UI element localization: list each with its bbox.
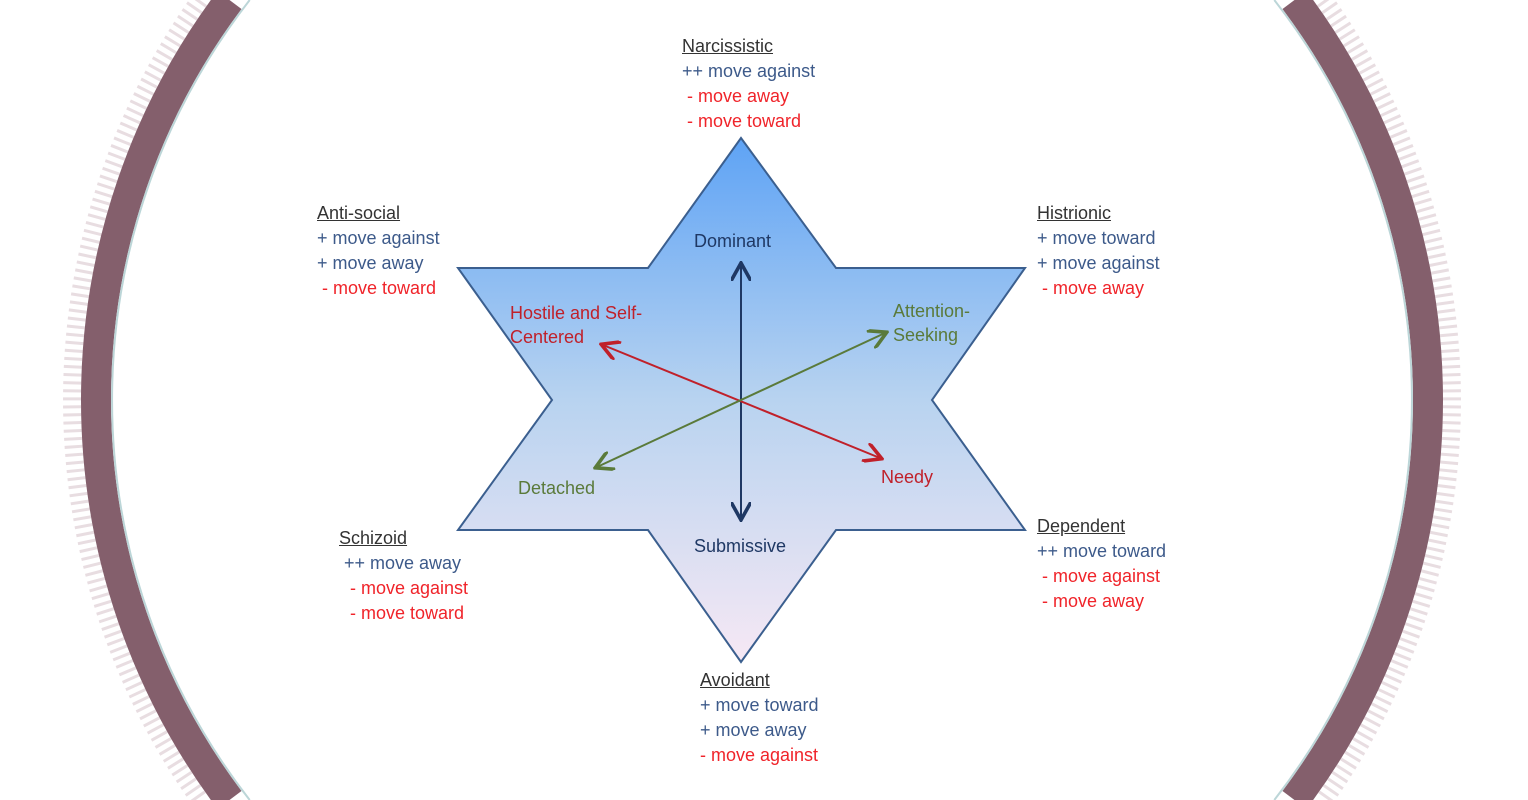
ring-inner-edge (111, 0, 1413, 800)
schizoid-title: Schizoid (339, 528, 408, 548)
detached-attention-axis (597, 333, 885, 467)
narcissistic-block: Narcissistic ++ move against - move away… (682, 34, 815, 134)
trait-line: - move toward (350, 603, 465, 623)
antisocial-title: Anti-social (317, 203, 401, 223)
decorative-ring (81, 0, 1443, 800)
trait-line: - move toward (322, 278, 437, 298)
avoidant-title: Avoidant (700, 670, 770, 690)
trait-line: - move against (1042, 566, 1161, 586)
trait-line: ++ move toward (1037, 541, 1167, 561)
ring-texture (63, 0, 1461, 800)
dependent-title: Dependent (1037, 516, 1126, 536)
trait-line: ++ move away (344, 553, 462, 573)
label-needy: Needy (881, 467, 934, 487)
antisocial-block: Anti-social + move against + move away -… (317, 201, 440, 301)
histrionic-title: Histrionic (1037, 203, 1112, 223)
trait-line: - move toward (687, 111, 802, 131)
trait-line: + move away (700, 720, 807, 740)
trait-line: + move against (317, 228, 440, 248)
trait-line: + move toward (1037, 228, 1156, 248)
trait-line: - move away (1042, 591, 1145, 611)
trait-line: - move against (700, 745, 819, 765)
dependent-block: Dependent ++ move toward - move against … (1037, 514, 1166, 614)
trait-line: + move away (317, 253, 424, 273)
label-dominant: Dominant (694, 231, 772, 251)
label-detached: Detached (518, 478, 596, 498)
label-hostile: Hostile and Self-Centered (510, 303, 643, 347)
trait-line: - move against (350, 578, 469, 598)
histrionic-block: Histrionic + move toward + move against … (1037, 201, 1160, 301)
schizoid-block: Schizoid ++ move away - move against - m… (339, 526, 468, 626)
trait-line: + move toward (700, 695, 819, 715)
avoidant-block: Avoidant + move toward + move away - mov… (700, 668, 819, 768)
trait-line: ++ move against (682, 61, 816, 81)
trait-line: - move away (1042, 278, 1145, 298)
trait-line: + move against (1037, 253, 1160, 273)
narcissistic-title: Narcissistic (682, 36, 774, 56)
trait-line: - move away (687, 86, 790, 106)
label-submissive: Submissive (694, 536, 787, 556)
label-attention-seeking: Attention-Seeking (893, 301, 971, 345)
